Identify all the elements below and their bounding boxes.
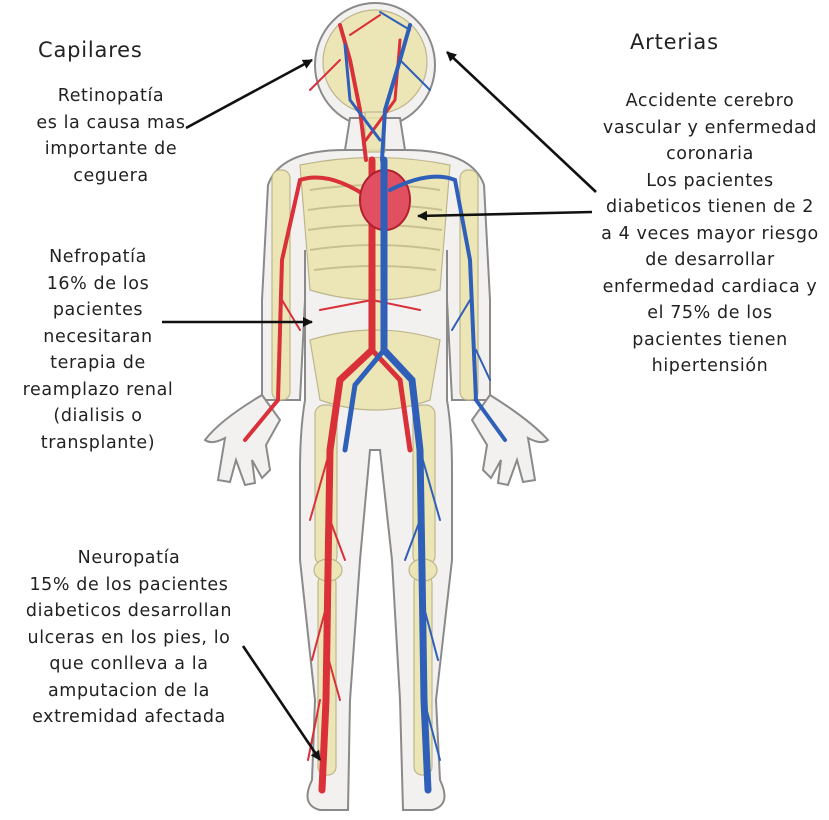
nefropatia-line-7: (dialisis o xyxy=(8,403,188,430)
neuropatia-line-6: amputacion de la xyxy=(4,678,254,705)
arterias-line-5: diabeticos tienen de 2 xyxy=(592,194,828,221)
nefropatia-line-8: transplante) xyxy=(8,430,188,457)
neuropatia-line-7: extremidad afectada xyxy=(4,704,254,731)
arterias-line-10: pacientes tienen xyxy=(592,327,828,354)
neuropatia-text: Neuropatía 15% de los pacientes diabetic… xyxy=(4,545,254,731)
nefropatia-line-1: Nefropatía xyxy=(8,244,188,271)
neuropatia-line-3: diabeticos desarrollan xyxy=(4,598,254,625)
arrow-capilares xyxy=(186,60,312,128)
arterias-line-2: vascular y enfermedad xyxy=(592,115,828,142)
neuropatia-line-1: Neuropatía xyxy=(4,545,254,572)
capilares-heading: Capilares xyxy=(38,38,143,62)
arterias-line-8: enfermedad cardiaca y xyxy=(592,274,828,301)
retinopatia-line-4: ceguera xyxy=(22,163,200,190)
nefropatia-line-4: necesitaran xyxy=(8,324,188,351)
nefropatia-line-2: 16% de los xyxy=(8,271,188,298)
retinopatia-line-3: importante de xyxy=(22,136,200,163)
neuropatia-line-4: ulceras en los pies, lo xyxy=(4,625,254,652)
nefropatia-line-6: reamplazo renal xyxy=(8,377,188,404)
retinopatia-line-1: Retinopatía xyxy=(22,83,200,110)
nefropatia-text: Nefropatía 16% de los pacientes necesita… xyxy=(8,244,188,456)
neuropatia-line-2: 15% de los pacientes xyxy=(4,572,254,599)
arterias-line-3: coronaria xyxy=(592,141,828,168)
arterias-line-7: de desarrollar xyxy=(592,247,828,274)
nefropatia-line-3: pacientes xyxy=(8,297,188,324)
arterias-line-4: Los pacientes xyxy=(592,168,828,195)
retinopatia-text: Retinopatía es la causa mas importante d… xyxy=(22,83,200,189)
arterias-line-1: Accidente cerebro xyxy=(592,88,828,115)
retinopatia-line-2: es la causa mas xyxy=(22,110,200,137)
neuropatia-line-5: que conlleva a la xyxy=(4,651,254,678)
nefropatia-line-5: terapia de xyxy=(8,350,188,377)
arterias-line-11: hipertensión xyxy=(592,353,828,380)
arrow-neuropatia xyxy=(243,646,320,760)
arterias-heading: Arterias xyxy=(630,30,719,54)
arterias-line-9: el 75% de los xyxy=(592,300,828,327)
arterias-text: Accidente cerebro vascular y enfermedad … xyxy=(592,88,828,380)
arterias-line-6: a 4 veces mayor riesgo xyxy=(592,221,828,248)
